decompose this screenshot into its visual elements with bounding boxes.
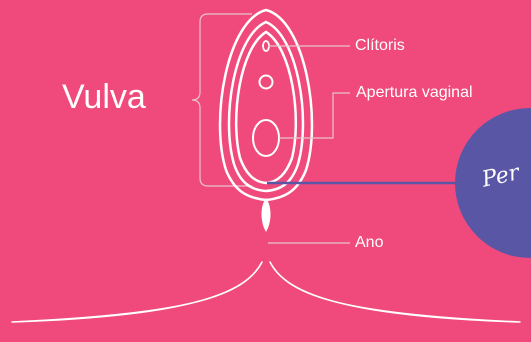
middle-labia (229, 22, 303, 191)
apertura-vaginal-label: Apertura vaginal (356, 84, 473, 102)
anus-mark (262, 198, 271, 232)
outer-labia (220, 10, 312, 200)
vulva-title: Vulva (62, 78, 146, 117)
left-buttock-curve (12, 262, 262, 322)
apertura-connector (279, 93, 350, 138)
inner-labia (236, 32, 296, 183)
clitoris-label: Clítoris (355, 37, 405, 55)
vaginal-opening-mark (253, 120, 279, 156)
right-buttock-curve (270, 262, 520, 322)
ano-label: Ano (355, 234, 383, 252)
urethra-mark (260, 76, 273, 89)
